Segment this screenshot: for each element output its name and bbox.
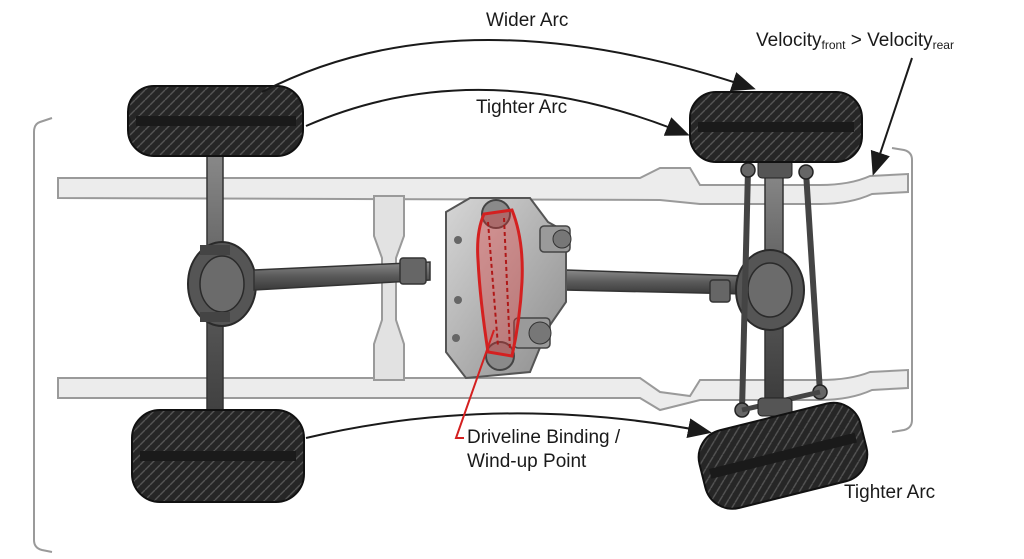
binding-leader-line	[454, 329, 495, 439]
front-driveshaft	[565, 269, 746, 303]
velocity-sub-front: front	[821, 38, 846, 52]
velocity-word-rear: Velocity	[867, 30, 933, 51]
velocity-word-front: Velocity	[756, 30, 822, 51]
chassis-frame	[57, 167, 909, 412]
binding-label-line1: Driveline Binding /	[467, 427, 621, 448]
rear-right-tire	[131, 409, 305, 503]
front-axle	[734, 159, 828, 418]
velocity-operator: >	[845, 30, 868, 51]
tighter-arc-top-arrow	[305, 88, 690, 136]
wider-arc-label: Wider Arc	[486, 10, 569, 31]
wider-arc-arrow	[261, 39, 756, 93]
rear-bumper	[33, 117, 53, 553]
tighter-arc-bottom-label: Tighter Arc	[844, 482, 936, 503]
binding-label-line2: Wind-up Point	[467, 451, 587, 472]
velocity-label: Velocityfront > Velocityrear	[756, 30, 954, 52]
velocity-pointer-arrow	[870, 57, 913, 176]
rear-driveshaft	[253, 257, 431, 291]
transfer-case	[445, 197, 572, 380]
rear-left-tire	[127, 85, 304, 157]
tighter-arc-bottom-arrow	[305, 412, 712, 439]
binding-highlight	[476, 208, 524, 358]
front-right-tire	[697, 401, 869, 510]
velocity-sub-rear: rear	[932, 38, 954, 52]
tighter-arc-top-label: Tighter Arc	[476, 97, 568, 118]
front-bumper	[891, 147, 913, 433]
front-left-tire	[689, 91, 863, 163]
